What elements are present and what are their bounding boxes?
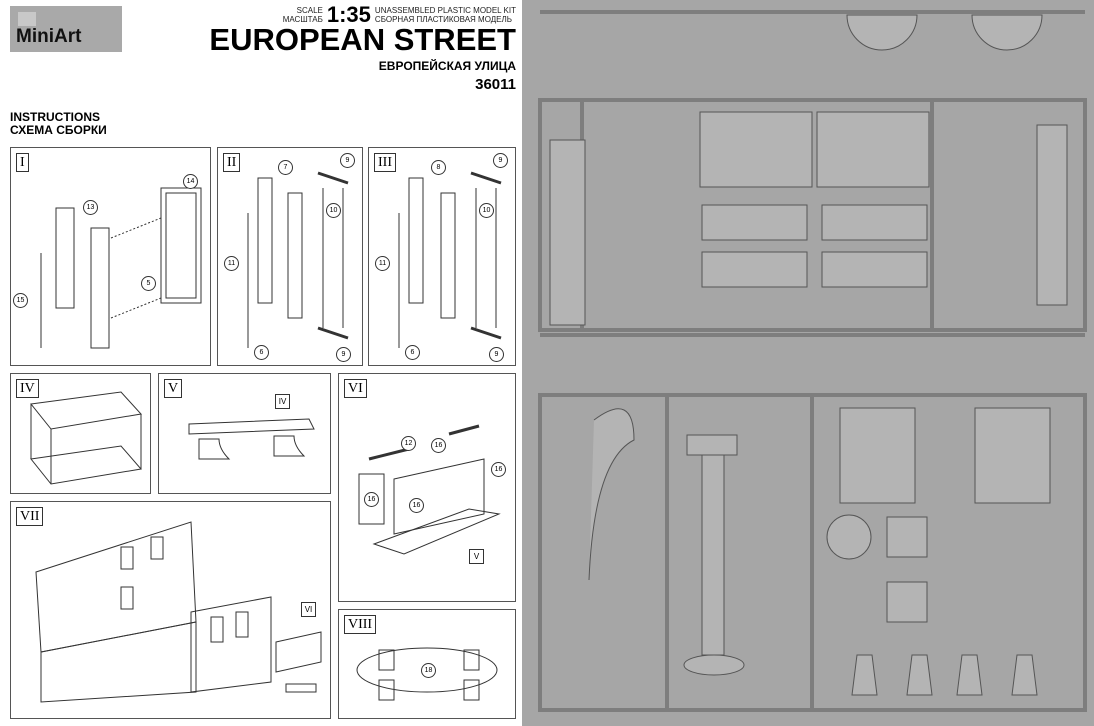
kit-title: EUROPEAN STREET [209,22,516,57]
miniart-logo: MiniArt [10,6,122,52]
scale-value: 1:35 [326,2,371,27]
part-callout: VI [301,602,316,617]
kit-number: 36011 [475,76,516,93]
step-panel-5: V IV [158,373,331,494]
part-callout: 15 [13,293,28,308]
part-callout: 16 [409,498,424,513]
part-callout: 9 [489,347,504,362]
part-callout: 5 [141,276,156,291]
part-callout: 6 [405,345,420,360]
part-callout: 16 [491,462,506,477]
step-panel-7: VII VI [10,501,331,719]
step-panel-2: II 7 9 10 11 6 9 [217,147,363,366]
step-panel-3: III 8 9 10 11 6 9 [368,147,516,366]
part-callout: 16 [364,492,379,507]
part-callout: 18 [421,663,436,678]
part-callout: 14 [183,174,198,189]
part-callout: V [469,549,484,564]
step-number: III [374,153,396,172]
step-number: VI [344,379,367,398]
part-callout: 16 [431,438,446,453]
step-number: V [164,379,183,398]
part-callout: 10 [326,203,341,218]
part-callout: 7 [278,160,293,175]
step-number: VII [16,507,44,526]
part-callout: 9 [336,347,351,362]
brand-name: MiniArt [16,26,82,47]
step-number: VIII [344,615,377,634]
part-callout: 9 [493,153,508,168]
part-callout: 12 [401,436,416,451]
step-number: II [223,153,241,172]
step-panel-6: VI 12 16 16 16 16 V [338,373,516,602]
part-callout: IV [275,394,290,409]
step-panel-8: VIII 18 [338,609,516,719]
step-panel-1: I 13 14 5 15 [10,147,211,366]
part-callout: 11 [375,256,390,271]
part-callout: 8 [431,160,446,175]
part-callout: 9 [340,153,355,168]
step-number: I [16,153,29,172]
part-callout: 11 [224,256,239,271]
kit-title-ru: ЕВРОПЕЙСКАЯ УЛИЦА [378,59,516,73]
step-panel-4: IV [10,373,151,494]
step-number: IV [16,379,39,398]
part-callout: 13 [83,200,98,215]
sprue-photo [522,0,1094,726]
part-callout: 6 [254,345,269,360]
part-callout: 10 [479,203,494,218]
